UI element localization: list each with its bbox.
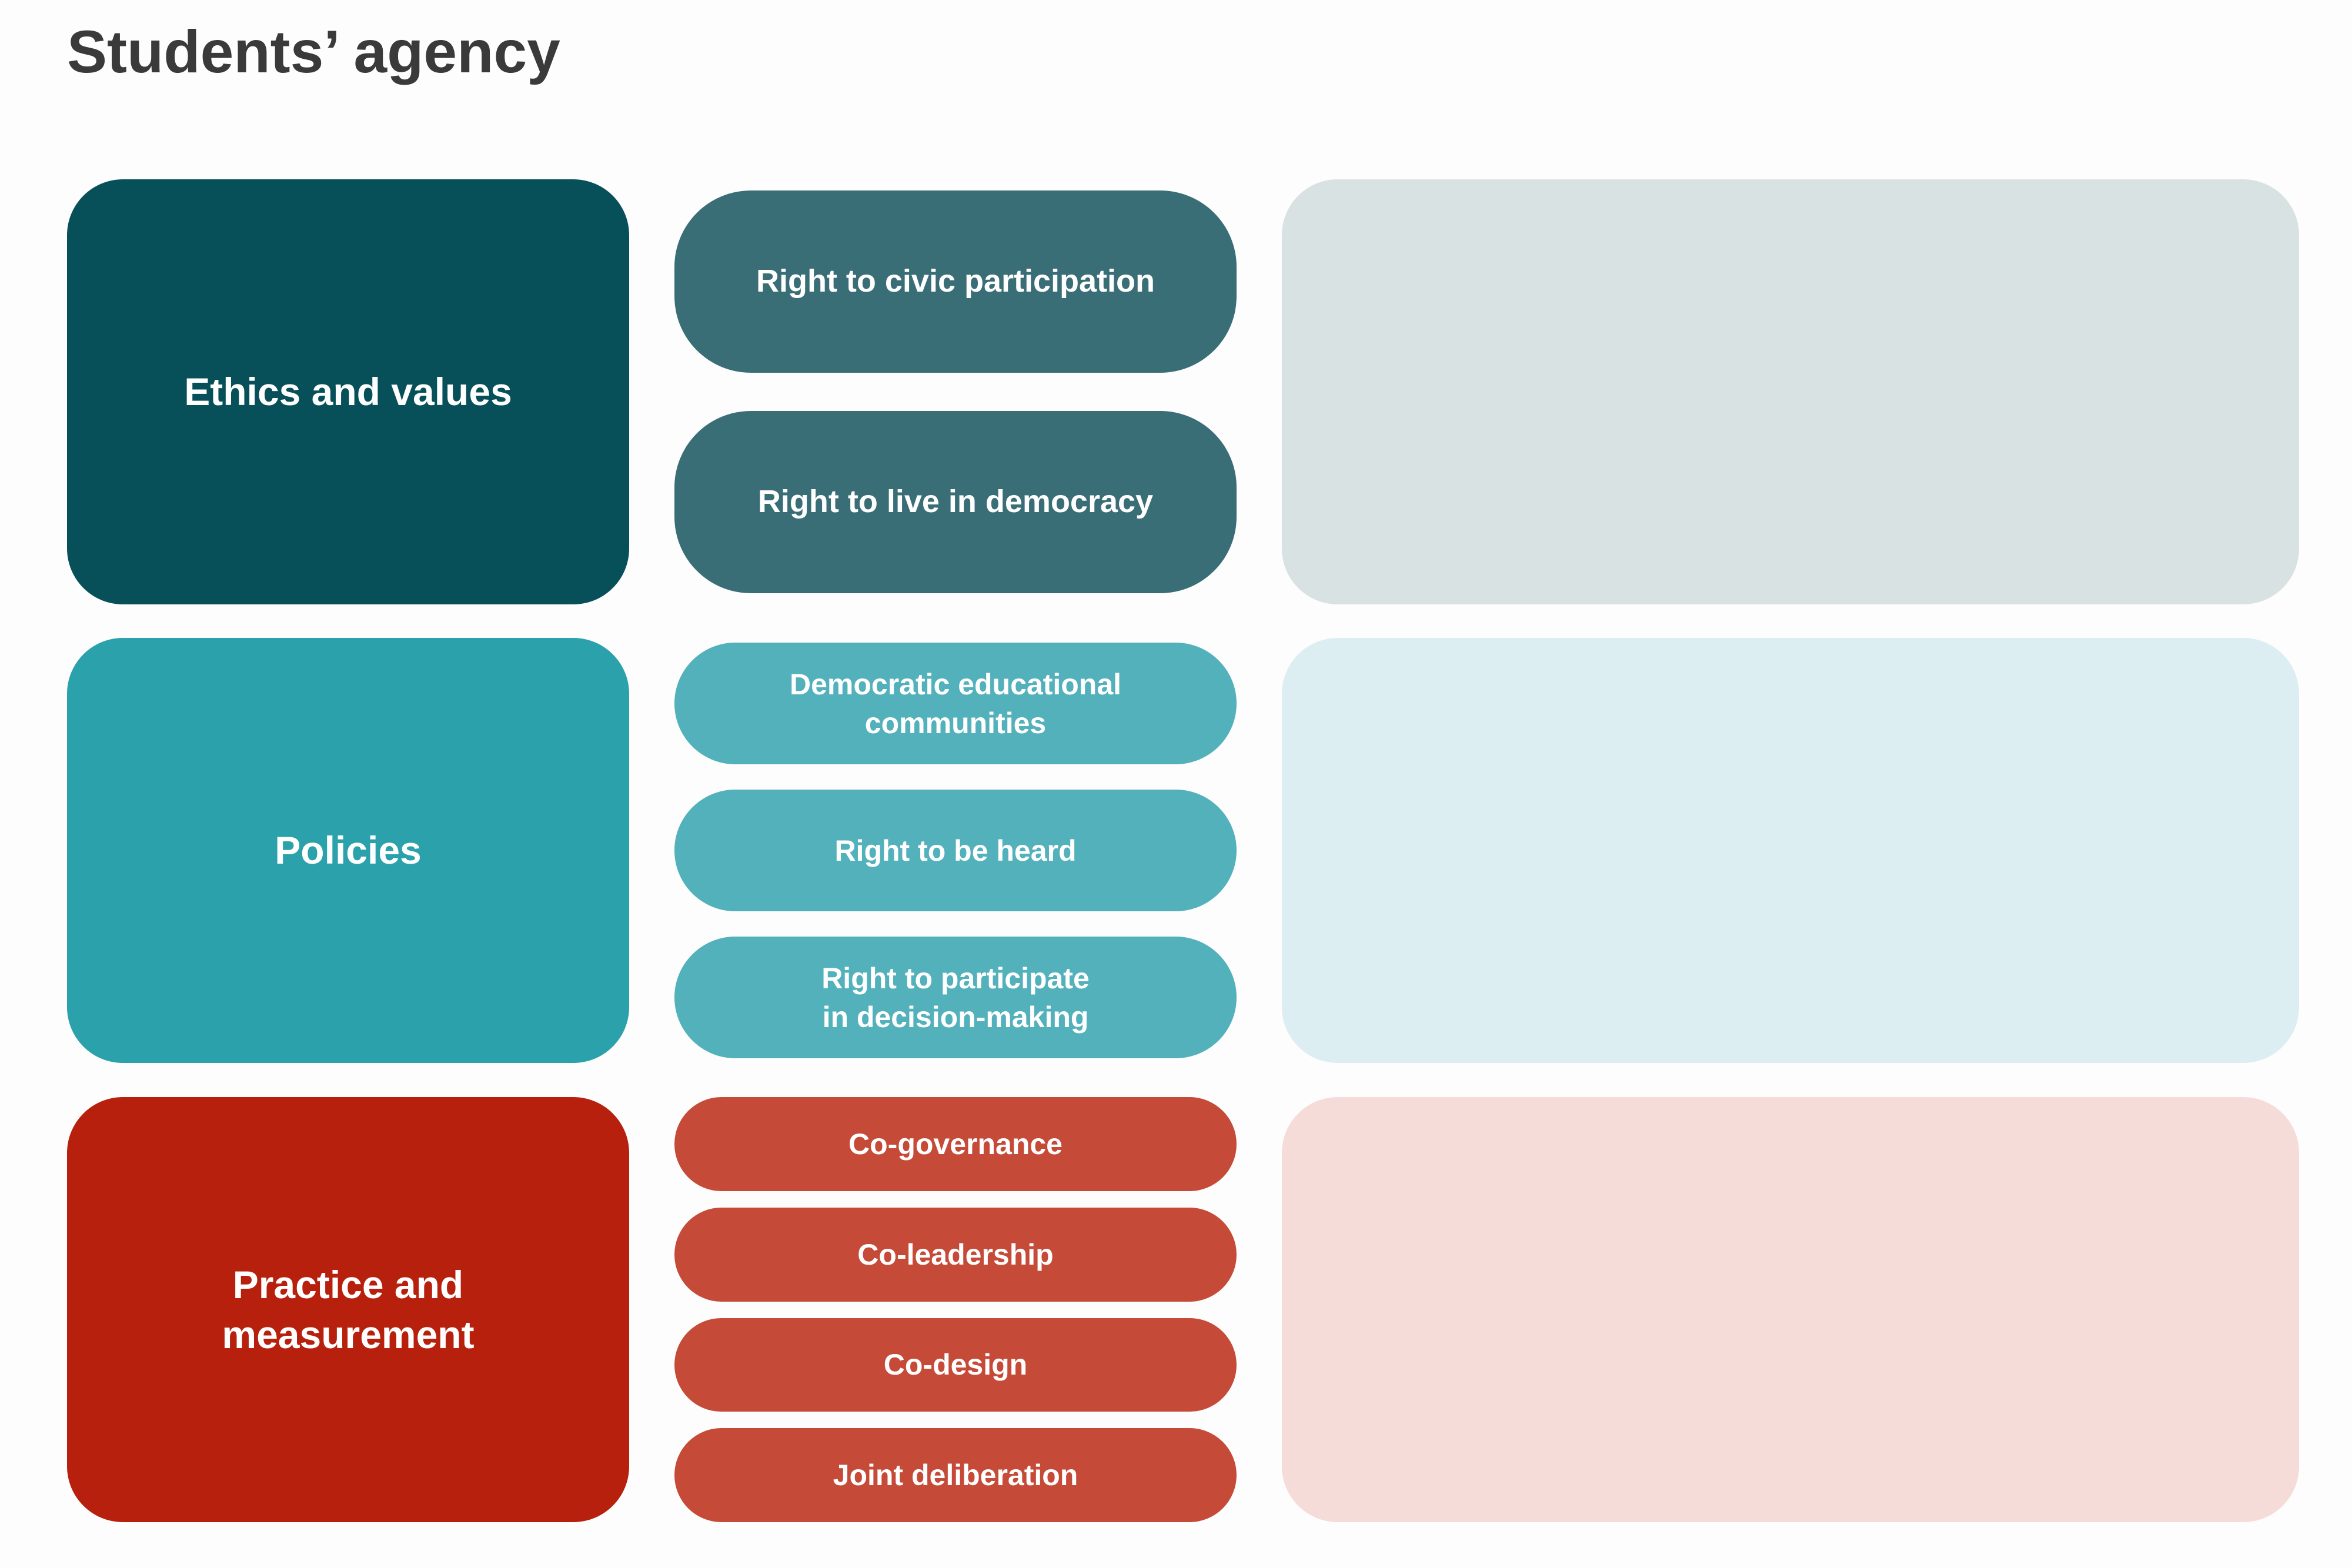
- pill-label-right-to-participate-in-decision-making: Right to participate in decision-making: [821, 961, 1090, 1034]
- detail-panel-ethics-and-values: [1282, 179, 2299, 604]
- pill-label-democratic-educational-communities: Democratic educational communities: [789, 667, 1122, 740]
- page-title: Students’ agency: [67, 18, 560, 85]
- pill-right-to-live-in-democracy: Right to live in democracy: [674, 411, 1237, 593]
- category-box-ethics-and-values: Ethics and values: [67, 179, 629, 604]
- row-policies: Policies Democratic educational communit…: [67, 638, 2299, 1063]
- pill-right-to-participate-in-decision-making: Right to participate in decision-making: [674, 937, 1237, 1058]
- category-box-practice-and-measurement: Practice and measurement: [67, 1097, 629, 1522]
- pill-label-right-to-civic-participation: Right to civic participation: [756, 263, 1155, 299]
- category-label-practice-and-measurement: Practice and measurement: [222, 1263, 475, 1356]
- row-practice-and-measurement: Practice and measurement Co-governance C…: [67, 1097, 2299, 1522]
- pill-co-governance: Co-governance: [674, 1097, 1237, 1191]
- pill-right-to-be-heard: Right to be heard: [674, 790, 1237, 911]
- pill-column-practice-and-measurement: Co-governance Co-leadership Co-design Jo…: [674, 1097, 1237, 1522]
- pill-co-leadership: Co-leadership: [674, 1207, 1237, 1302]
- pill-democratic-educational-communities: Democratic educational communities: [674, 643, 1237, 764]
- pill-right-to-civic-participation: Right to civic participation: [674, 190, 1237, 373]
- category-label-ethics-and-values: Ethics and values: [184, 370, 512, 414]
- pill-label-right-to-live-in-democracy: Right to live in democracy: [757, 484, 1154, 520]
- pill-column-ethics-and-values: Right to civic participation Right to li…: [674, 179, 1237, 604]
- detail-panel-policies: [1282, 638, 2299, 1063]
- pill-label-right-to-be-heard: Right to be heard: [834, 834, 1077, 867]
- category-label-policies: Policies: [275, 828, 422, 872]
- detail-panel-practice-and-measurement: [1282, 1097, 2299, 1522]
- pill-label-co-leadership: Co-leadership: [857, 1238, 1054, 1271]
- pill-label-joint-deliberation: Joint deliberation: [833, 1459, 1078, 1492]
- pill-label-co-governance: Co-governance: [848, 1127, 1063, 1161]
- category-box-policies: Policies: [67, 638, 629, 1063]
- row-ethics-and-values: Ethics and values Right to civic partici…: [67, 179, 2299, 604]
- pill-label-co-design: Co-design: [883, 1348, 1028, 1382]
- pill-column-policies: Democratic educational communities Right…: [674, 638, 1237, 1063]
- pill-joint-deliberation: Joint deliberation: [674, 1428, 1237, 1522]
- pill-co-design: Co-design: [674, 1318, 1237, 1412]
